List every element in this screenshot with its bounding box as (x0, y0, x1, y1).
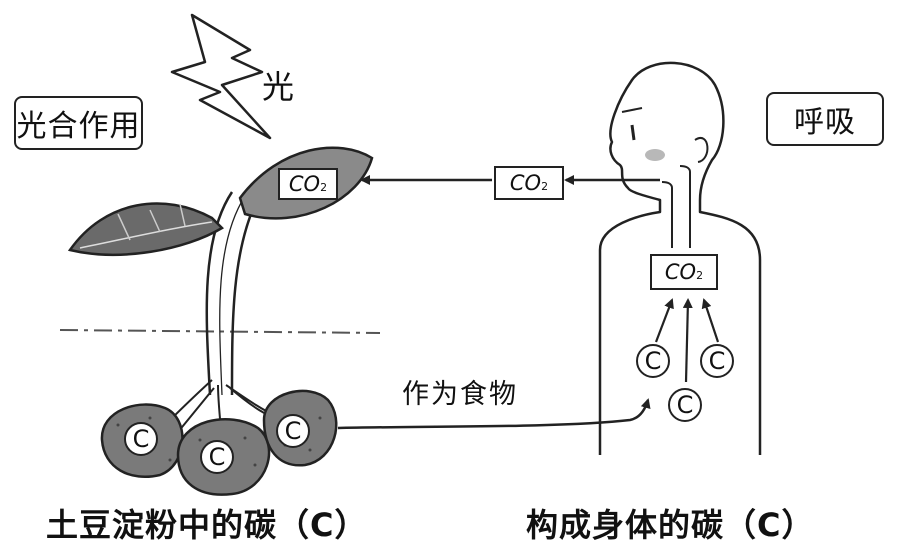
respiration-text: 呼吸 (794, 105, 856, 140)
co2-subscript: 2 (541, 179, 549, 193)
carbon-circle-body-bottom: C (668, 388, 702, 422)
lightning-bolt-icon (170, 13, 272, 140)
arrow-potato-to-human (337, 398, 651, 430)
carbon-circle-potato-3: C (276, 414, 310, 448)
cheek (645, 149, 665, 161)
co2-text: CO (509, 171, 542, 195)
carbon-circle-potato-2: C (200, 440, 234, 474)
left-leaf-veins (117, 203, 186, 241)
arrow-c-middle (682, 298, 693, 383)
carbon-circle-potato-1: C (124, 422, 158, 456)
arrow-c-right (701, 298, 720, 343)
plant-stem (205, 191, 260, 396)
caption-potato-carbon: 土豆淀粉中的碳（C） (46, 506, 368, 544)
photosynthesis-label: 光合作用 (14, 96, 143, 150)
eyebrow (621, 107, 643, 113)
light-label: 光 (262, 68, 295, 106)
co2-subscript: 2 (320, 180, 328, 194)
roots (159, 379, 290, 441)
airway (661, 165, 691, 248)
plant-stem-inner (219, 195, 246, 396)
ear (694, 137, 709, 163)
as-food-label: 作为食物 (402, 379, 518, 410)
carbon-circle-body-right: C (700, 344, 734, 378)
left-leaf (67, 202, 225, 256)
photosynthesis-text: 光合作用 (16, 109, 141, 144)
left-leaf-vein (79, 221, 213, 249)
co2-text: CO (664, 260, 697, 284)
respiration-label: 呼吸 (766, 92, 884, 146)
eye (630, 124, 636, 141)
arrow-c-left (654, 298, 674, 343)
carbon-circle-body-left: C (636, 344, 670, 378)
caption-body-carbon: 构成身体的碳（C） (526, 506, 815, 544)
co2-text: CO (288, 172, 321, 196)
co2-subscript: 2 (696, 268, 704, 282)
